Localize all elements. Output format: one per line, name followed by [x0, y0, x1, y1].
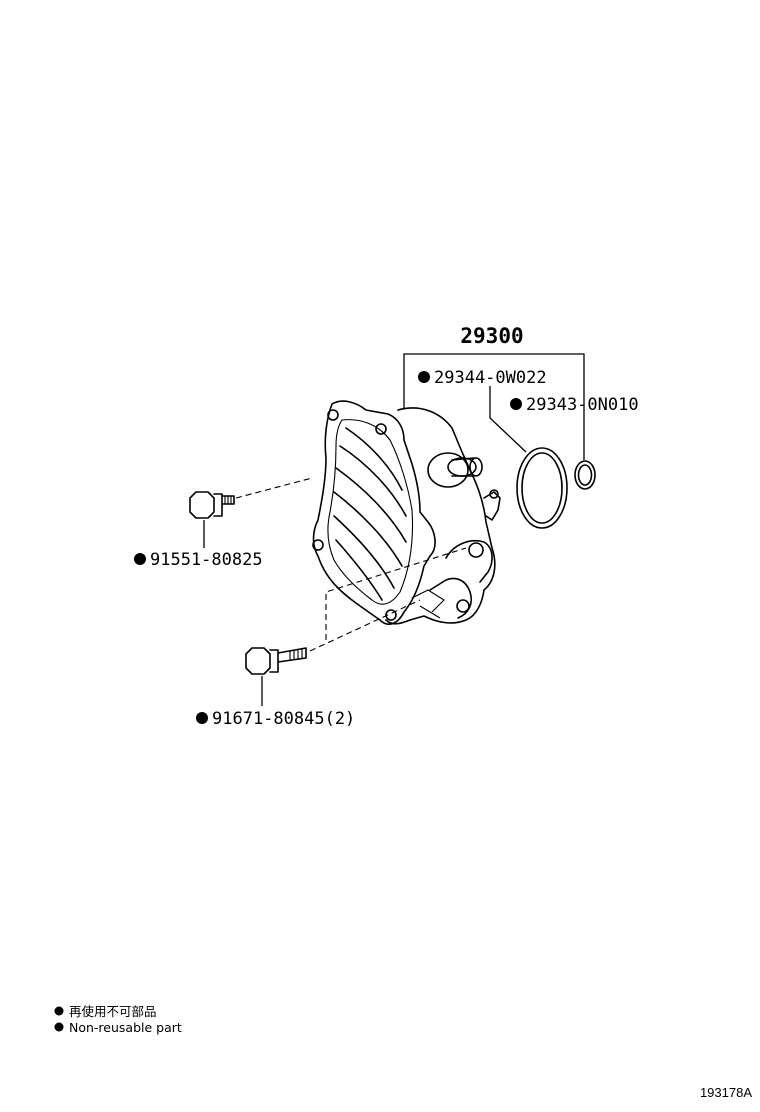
o-ring-small	[574, 460, 596, 490]
non-reusable-marker-icon	[134, 553, 146, 565]
assembly-number-label: 29300	[460, 324, 523, 348]
leader-29344	[489, 386, 527, 453]
illustration-code: 193178A	[700, 1085, 752, 1100]
non-reusable-marker-icon	[196, 712, 208, 724]
legend-japanese: 再使用不可部品	[69, 1004, 157, 1019]
legend-english: Non-reusable part	[69, 1020, 182, 1035]
part-label-91671: 91671-80845(2)	[212, 709, 355, 729]
non-reusable-marker-icon	[418, 371, 430, 383]
o-ring-large	[516, 447, 568, 529]
bolt-91551-illustration	[189, 477, 313, 519]
non-reusable-marker-icon	[510, 398, 522, 410]
vacuum-pump-illustration	[312, 400, 501, 625]
leader-assembly-bracket	[403, 353, 585, 460]
part-label-29344: 29344-0W022	[434, 368, 547, 388]
legend-marker-icon	[54, 1006, 64, 1016]
part-label-29343: 29343-0N010	[526, 395, 639, 415]
part-label-91551: 91551-80825	[150, 550, 263, 570]
legend-marker-icon	[54, 1022, 64, 1032]
o-ring-large-inner	[521, 452, 563, 524]
bolt-91671-illustration	[245, 547, 467, 675]
o-ring-small-inner	[577, 464, 593, 486]
